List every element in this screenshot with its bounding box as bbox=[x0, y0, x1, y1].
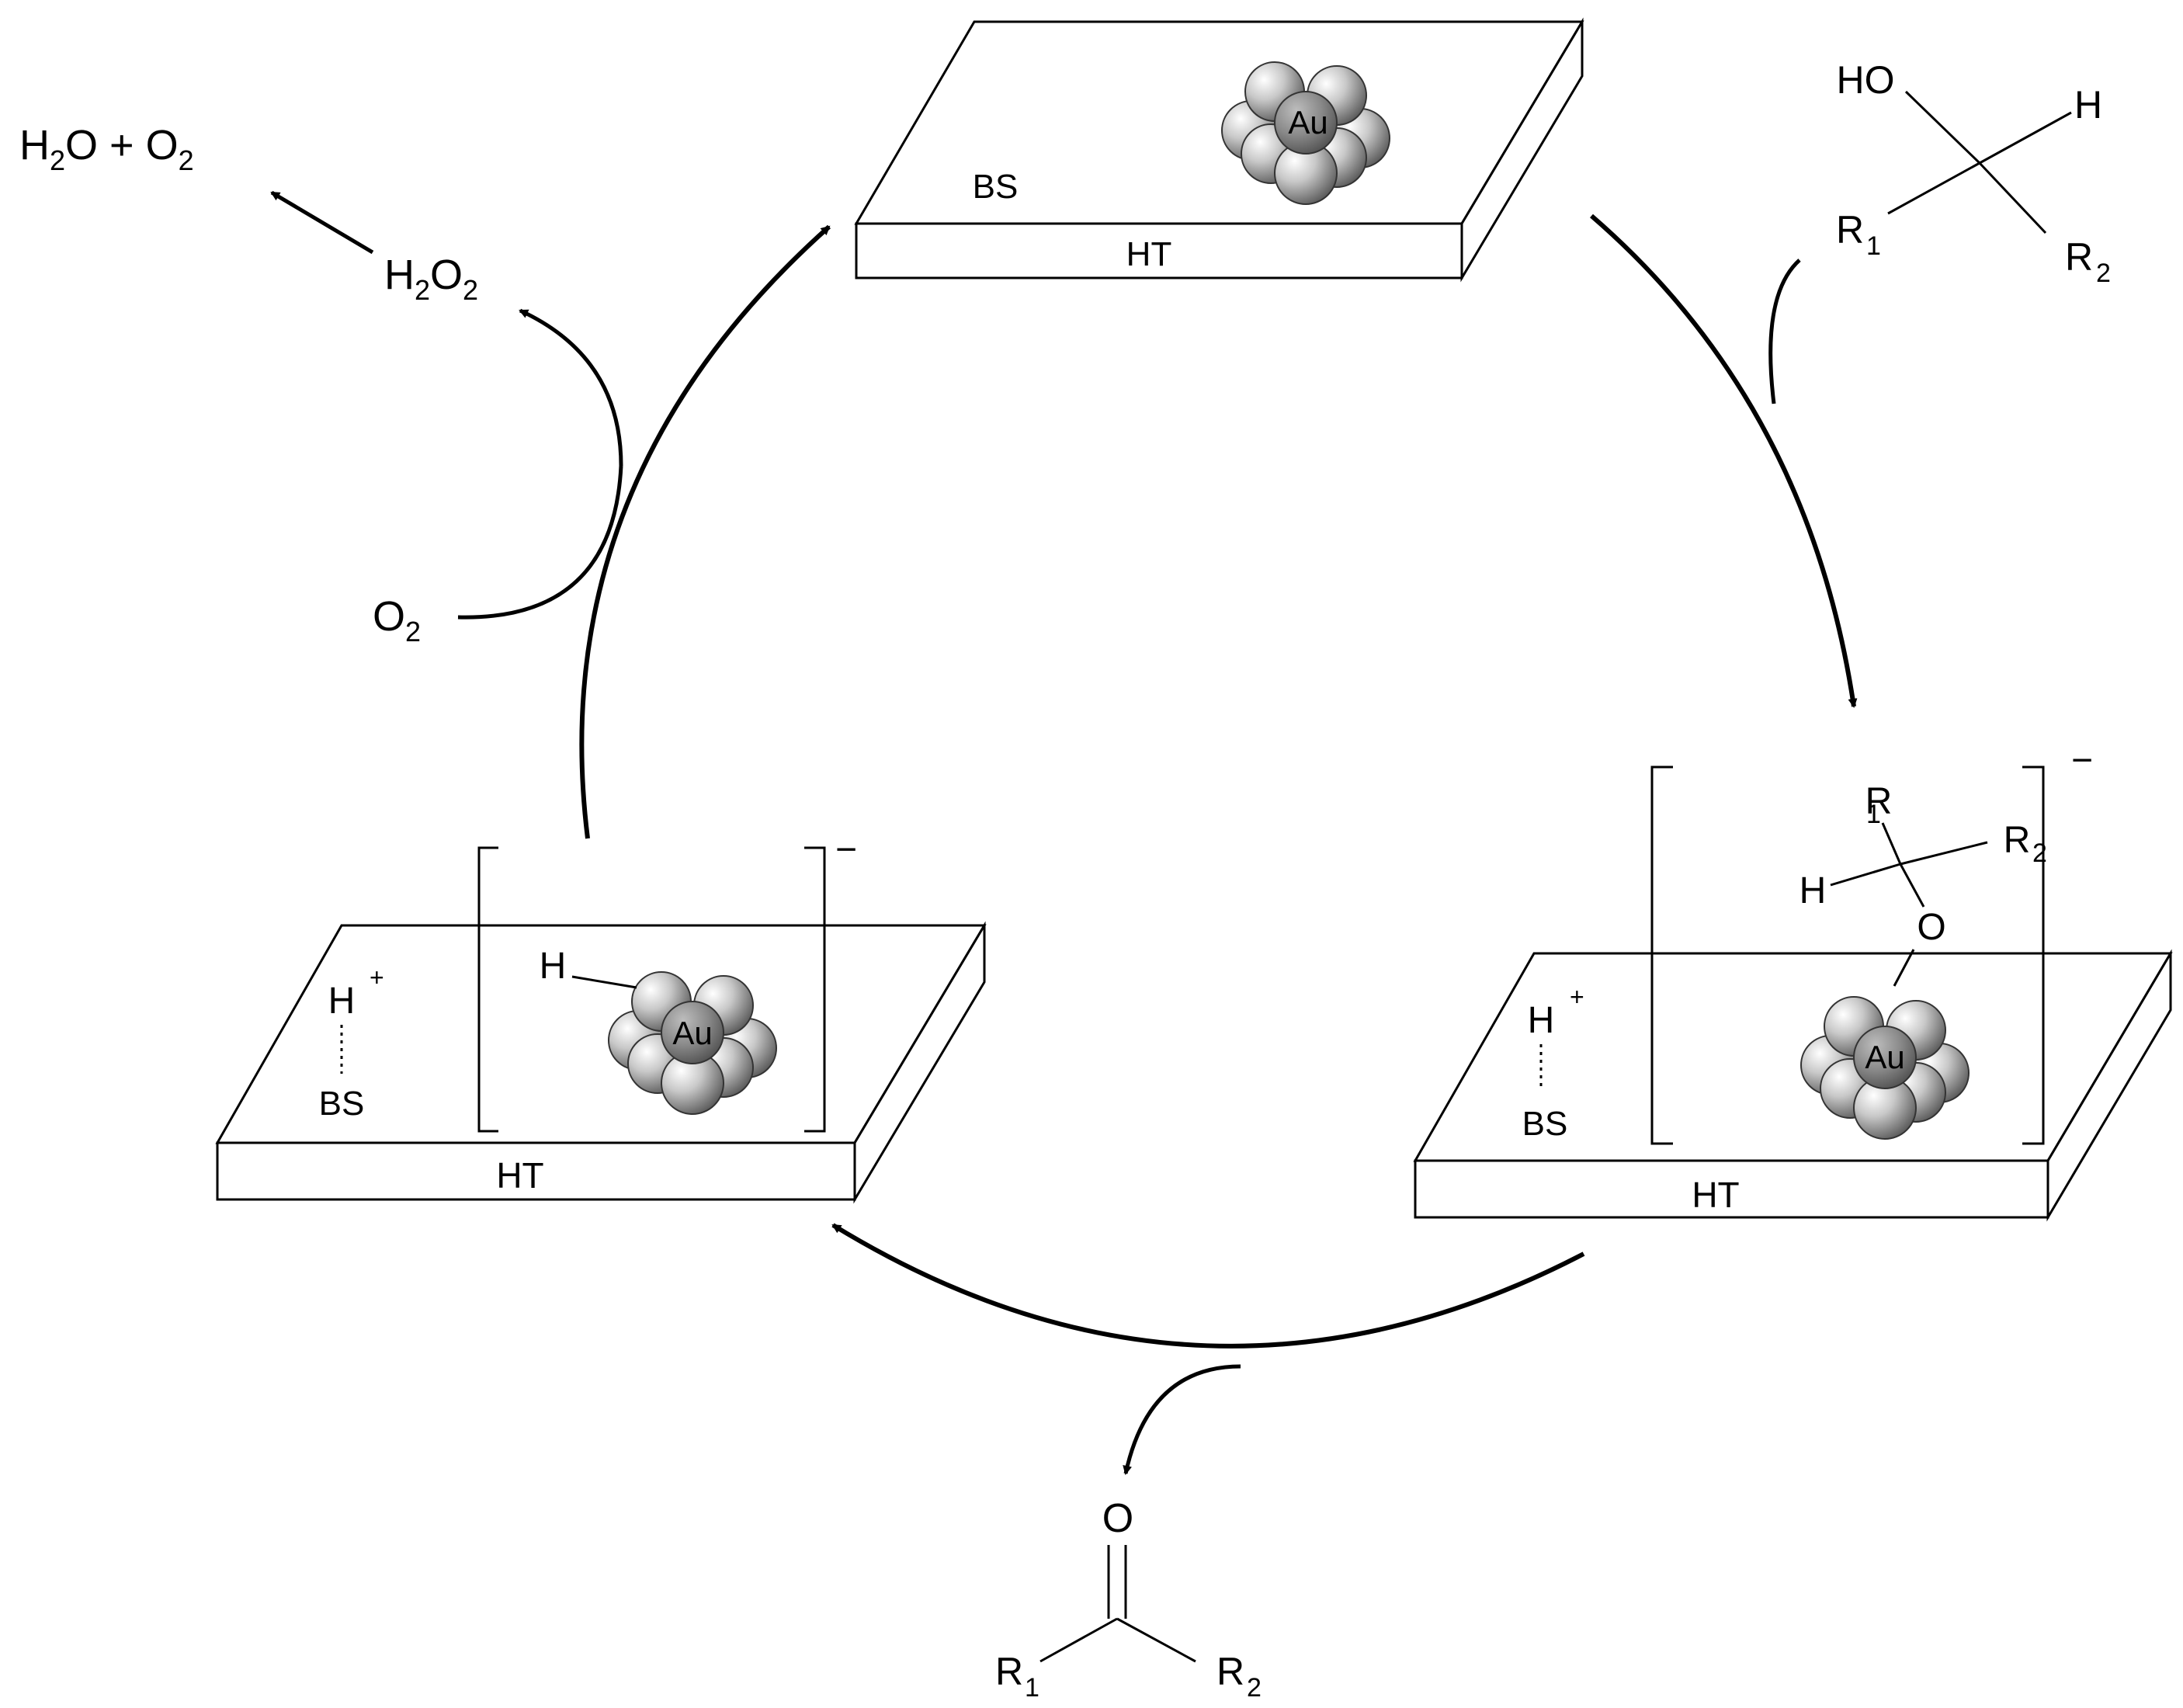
stage-alkoxide-intermediate: HT H + BS − Au O R R H bbox=[1413, 740, 2173, 1222]
h-label: H bbox=[1800, 870, 1827, 911]
ho-label: HO bbox=[1837, 58, 1895, 102]
arrow-h2o2-out bbox=[519, 308, 623, 467]
charge-minus: − bbox=[835, 829, 857, 870]
stage-top-catalyst: HT BS Au bbox=[854, 17, 1584, 283]
arrow-substrate-in bbox=[1768, 259, 1801, 404]
ht-support-slab bbox=[1413, 949, 2173, 1222]
au-label: Au bbox=[1288, 104, 1328, 141]
arrow-regeneration-step bbox=[579, 224, 831, 839]
plus-superscript: + bbox=[1570, 983, 1584, 1011]
ht-support-slab bbox=[215, 921, 987, 1204]
anionic-bracket bbox=[477, 846, 826, 1133]
arrow-h2o2-decomposition bbox=[270, 190, 374, 255]
o-au-bond bbox=[1893, 949, 1915, 987]
h-plus-label: H bbox=[328, 981, 356, 1022]
h-label: H bbox=[540, 946, 567, 987]
plus-superscript: + bbox=[370, 963, 384, 991]
r2-label: R bbox=[2065, 235, 2093, 279]
stage-hydride-intermediate: HT H + BS − Au H bbox=[215, 829, 987, 1204]
svg-text:2: 2 bbox=[2096, 259, 2111, 288]
substrate-alcohol: HO H R R bbox=[1836, 58, 2102, 279]
r1-label: R bbox=[1836, 208, 1864, 252]
alcohol-bonds bbox=[1887, 90, 2072, 234]
arrow-beta-hydride-step bbox=[831, 1223, 1585, 1349]
o-label: O bbox=[1917, 907, 1945, 948]
ht-label: HT bbox=[1126, 235, 1172, 273]
au-label: Au bbox=[672, 1015, 712, 1051]
h-label: H bbox=[2074, 83, 2102, 127]
svg-text:2: 2 bbox=[2032, 838, 2047, 868]
h-plus-label: H bbox=[1528, 1000, 1555, 1041]
r2-label: R bbox=[2004, 820, 2031, 861]
ht-support-slab bbox=[854, 17, 1584, 283]
svg-text:1: 1 bbox=[1866, 231, 1881, 261]
r2-label: R bbox=[1216, 1650, 1244, 1693]
ketone-bonds bbox=[1039, 1545, 1196, 1663]
bs-label: BS bbox=[1522, 1105, 1568, 1143]
ht-label: HT bbox=[496, 1155, 543, 1196]
o-label: O bbox=[1102, 1496, 1133, 1541]
svg-text:1: 1 bbox=[1866, 800, 1881, 829]
side-products: H2O + O2 H2O2 O2 bbox=[19, 122, 478, 647]
r1-label: R bbox=[995, 1650, 1023, 1693]
bs-label: BS bbox=[319, 1085, 365, 1123]
cycle-arrows bbox=[579, 214, 1858, 1349]
anionic-bracket bbox=[1650, 765, 2045, 1145]
r1-label: R bbox=[1865, 781, 1893, 822]
charge-minus: − bbox=[2071, 740, 2093, 781]
arrow-oxidation-step bbox=[1590, 214, 1858, 708]
side-arrows bbox=[270, 190, 1801, 1475]
ht-label: HT bbox=[1692, 1175, 1739, 1215]
bs-label: BS bbox=[973, 168, 1019, 206]
svg-text:1: 1 bbox=[1025, 1673, 1039, 1703]
h2o2-label: H2O2 bbox=[384, 252, 478, 306]
alkoxide-bonds bbox=[1830, 822, 1988, 908]
product-ketone: O R R bbox=[995, 1496, 1244, 1693]
au-h-bond bbox=[571, 975, 637, 989]
au-label: Au bbox=[1865, 1039, 1904, 1075]
arrow-product-out bbox=[1123, 1364, 1241, 1475]
h2o-plus-o2-label: H2O + O2 bbox=[19, 122, 194, 176]
subscripts: 1 2 1 2 1 2 bbox=[1025, 231, 2111, 1703]
arrow-o2-in bbox=[457, 465, 623, 620]
svg-text:2: 2 bbox=[1247, 1673, 1262, 1703]
o2-label: O2 bbox=[373, 593, 421, 647]
